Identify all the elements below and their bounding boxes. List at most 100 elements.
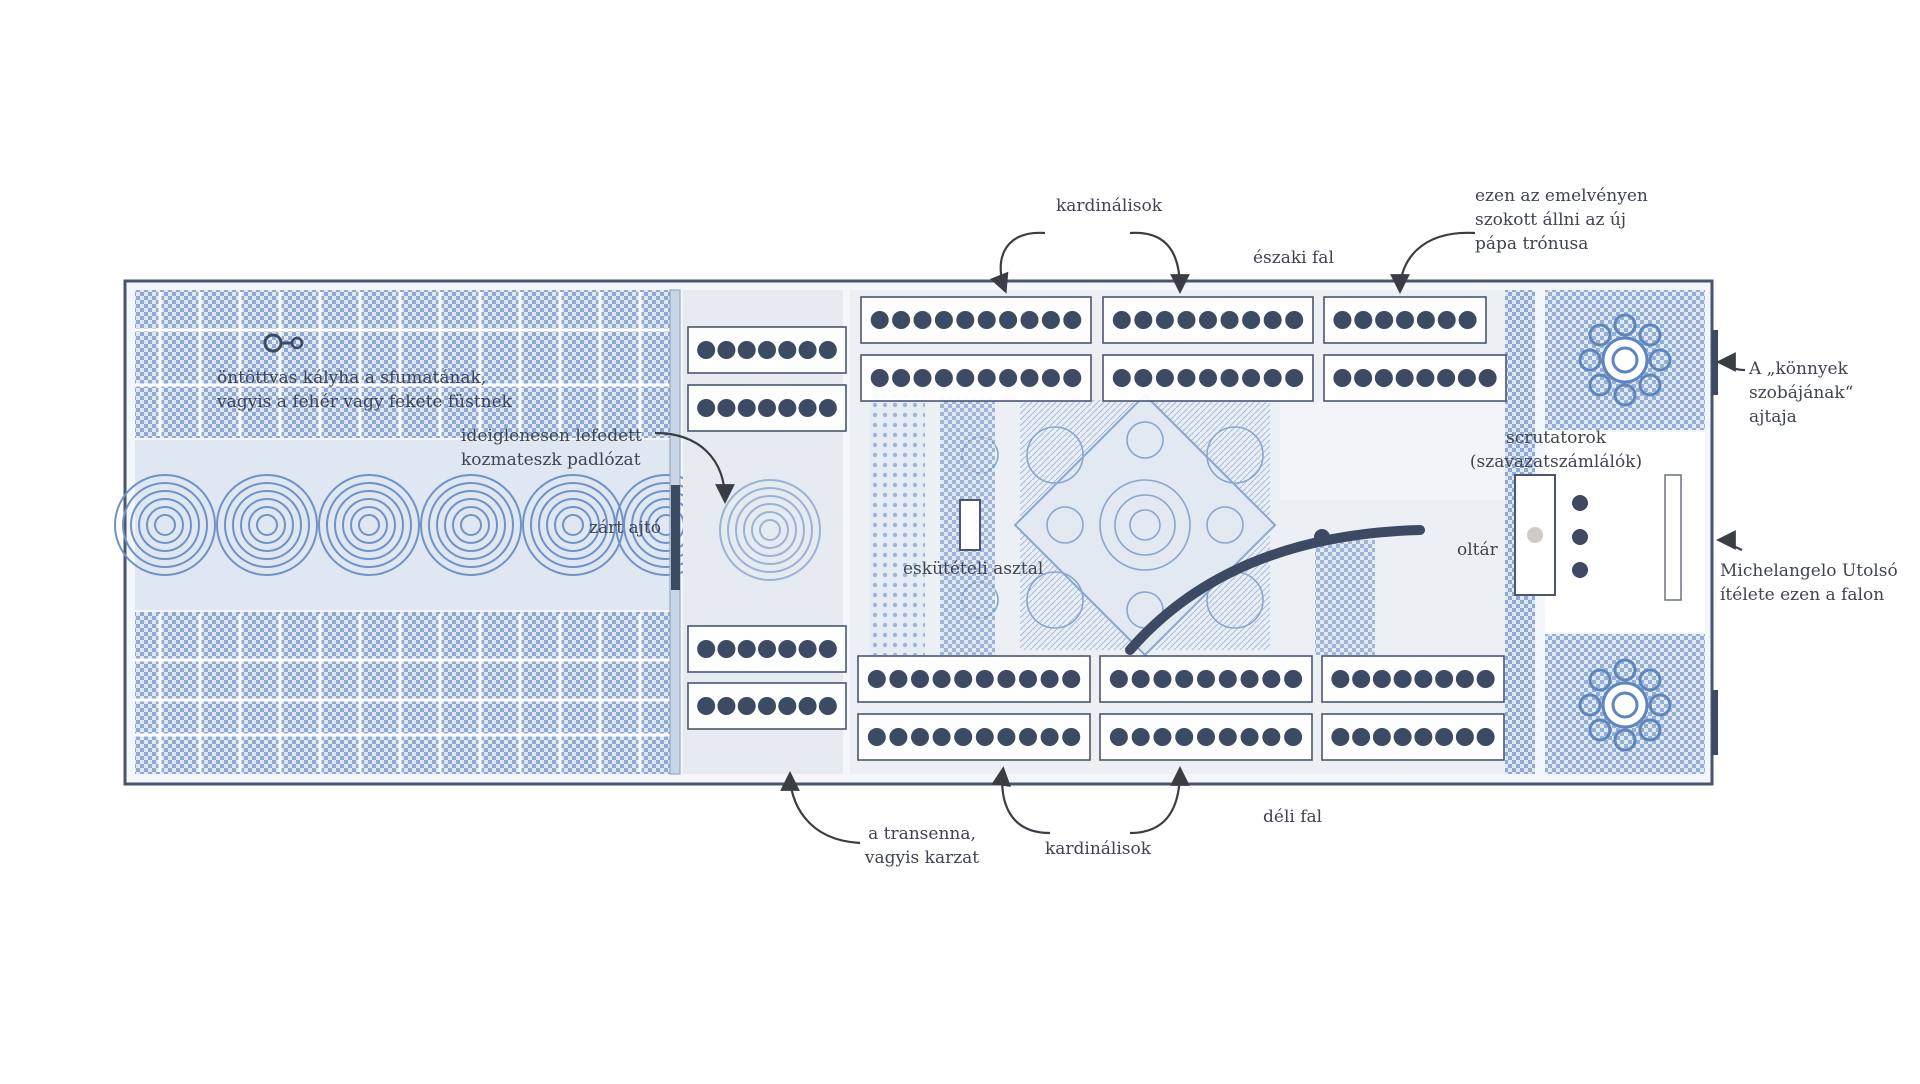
cardinal-seat: [1416, 311, 1435, 329]
cardinal-seat: [1393, 670, 1412, 688]
cardinal-seat: [1476, 728, 1495, 746]
bench-cardinals-north-back: [1102, 354, 1314, 402]
label-stove: öntöttvas kályha a sfumatának, vagyis a …: [217, 366, 512, 414]
cardinal-seat: [1131, 728, 1150, 746]
cardinal-seat: [1153, 728, 1172, 746]
cardinal-seat: [1040, 728, 1059, 746]
bench-cardinals-north-back: [1323, 354, 1507, 402]
cardinal-seat: [1040, 670, 1059, 688]
bench-cardinals-south-front: [1099, 655, 1313, 703]
cardinal-seat: [911, 670, 929, 688]
cardinal-seat: [892, 369, 911, 387]
cardinal-seat: [1131, 670, 1150, 688]
cardinal-seat: [1352, 670, 1371, 688]
cardinal-seat: [717, 640, 736, 658]
chimney-joint: [1314, 529, 1330, 545]
cardinal-seat: [1063, 369, 1082, 387]
arrow-covered-floor: [654, 431, 735, 504]
oath-table: [959, 499, 981, 551]
arrow-cardinals-south-left: [991, 766, 1051, 835]
cardinal-seat: [1416, 369, 1435, 387]
cardinal-seat: [1240, 670, 1259, 688]
label-oath-table: esküt​ételi asztal: [903, 559, 1044, 579]
arrow-last-judgment: [1716, 530, 1743, 552]
cardinal-seat: [956, 311, 975, 329]
cardinal-seat: [1455, 728, 1474, 746]
arrow-cardinals-north-right: [1129, 231, 1190, 294]
cardinal-seat: [1220, 311, 1239, 329]
scrutator-seat: [1572, 529, 1588, 545]
bench-transenna-south: [687, 625, 847, 673]
cardinal-seat: [717, 399, 736, 417]
cardinal-seat: [818, 640, 837, 658]
cardinal-seat: [697, 640, 716, 658]
bench-cardinals-south-back: [857, 713, 1091, 761]
cardinal-seat: [911, 728, 929, 746]
cardinal-seat: [1262, 670, 1281, 688]
cardinal-seat: [1435, 670, 1454, 688]
cardinal-seat: [932, 728, 951, 746]
cardinal-seat: [1242, 311, 1261, 329]
cardinal-seat: [1063, 311, 1082, 329]
cardinal-seat: [1112, 311, 1131, 329]
cardinal-seat: [697, 341, 716, 359]
cardinal-seat: [1395, 369, 1414, 387]
cardinal-seat: [1285, 369, 1304, 387]
arrow-throne: [1390, 231, 1476, 294]
annotation-arrows: [654, 231, 1746, 845]
cardinal-seat: [798, 640, 817, 658]
cardinal-seat: [1372, 728, 1391, 746]
bench-cardinals-south-back: [1099, 713, 1313, 761]
cardinal-seat: [977, 369, 996, 387]
cardinal-seat: [818, 697, 837, 715]
cardinal-seat: [1263, 369, 1282, 387]
label-tears-door: A „könnyek szobájának“ ajtaja: [1749, 357, 1853, 429]
label-tears-door-line: ajtaja: [1749, 407, 1797, 427]
label-cardinals-south: kardinálisok: [1044, 839, 1152, 859]
cardinal-seat: [778, 640, 797, 658]
cardinal-seat: [1109, 670, 1128, 688]
cardinal-seat: [1134, 369, 1153, 387]
label-throne-line: szokott állni az új: [1475, 210, 1627, 230]
cardinal-seat: [758, 341, 776, 359]
cardinal-seat: [1372, 670, 1391, 688]
bench-transenna-north: [687, 326, 847, 374]
cardinal-seat: [1476, 670, 1495, 688]
cardinal-seat: [1414, 728, 1433, 746]
cardinal-seat: [697, 697, 716, 715]
label-scrutators-line: (szavazatszámlálók): [1469, 452, 1643, 472]
cardinal-seat: [1220, 369, 1239, 387]
label-last-judgment-line: ítélete ezen a falon: [1720, 585, 1885, 605]
cardinal-seat: [798, 697, 817, 715]
cardinal-seat: [1199, 369, 1217, 387]
cardinal-seat: [1175, 670, 1194, 688]
cardinal-seat: [975, 728, 994, 746]
label-covered-floor-line: kozmateszk padlózat: [461, 450, 641, 470]
cardinal-seat: [778, 399, 797, 417]
label-scrutators: scrutatorok (szavazatszámlálók): [1470, 426, 1642, 474]
cardinal-seat: [1153, 670, 1172, 688]
arrow-transenna: [780, 771, 861, 845]
cardinal-seat: [1374, 369, 1393, 387]
cardinal-seat: [999, 369, 1018, 387]
cardinal-seat: [1041, 311, 1060, 329]
cardinal-seat: [1155, 311, 1174, 329]
cardinal-seat: [867, 728, 886, 746]
cardinal-seat: [997, 670, 1016, 688]
side-door: [1712, 690, 1718, 755]
cardinal-seat: [1199, 311, 1217, 329]
altar-section: [1505, 290, 1718, 774]
chimney-pipe: [1125, 525, 1425, 655]
cardinal-seat: [1134, 311, 1153, 329]
cardinal-seat: [1263, 311, 1282, 329]
label-tears-door-line: szobájának“: [1749, 383, 1854, 403]
tears-room-door: [1712, 330, 1718, 395]
cardinal-seat: [818, 341, 837, 359]
cardinal-seat: [1457, 369, 1476, 387]
cardinal-seat: [867, 670, 886, 688]
label-south-wall: déli fal: [1263, 807, 1323, 827]
cardinal-seat: [932, 670, 951, 688]
bench-cardinals-north-front: [1323, 296, 1487, 344]
cardinal-seat: [999, 311, 1018, 329]
